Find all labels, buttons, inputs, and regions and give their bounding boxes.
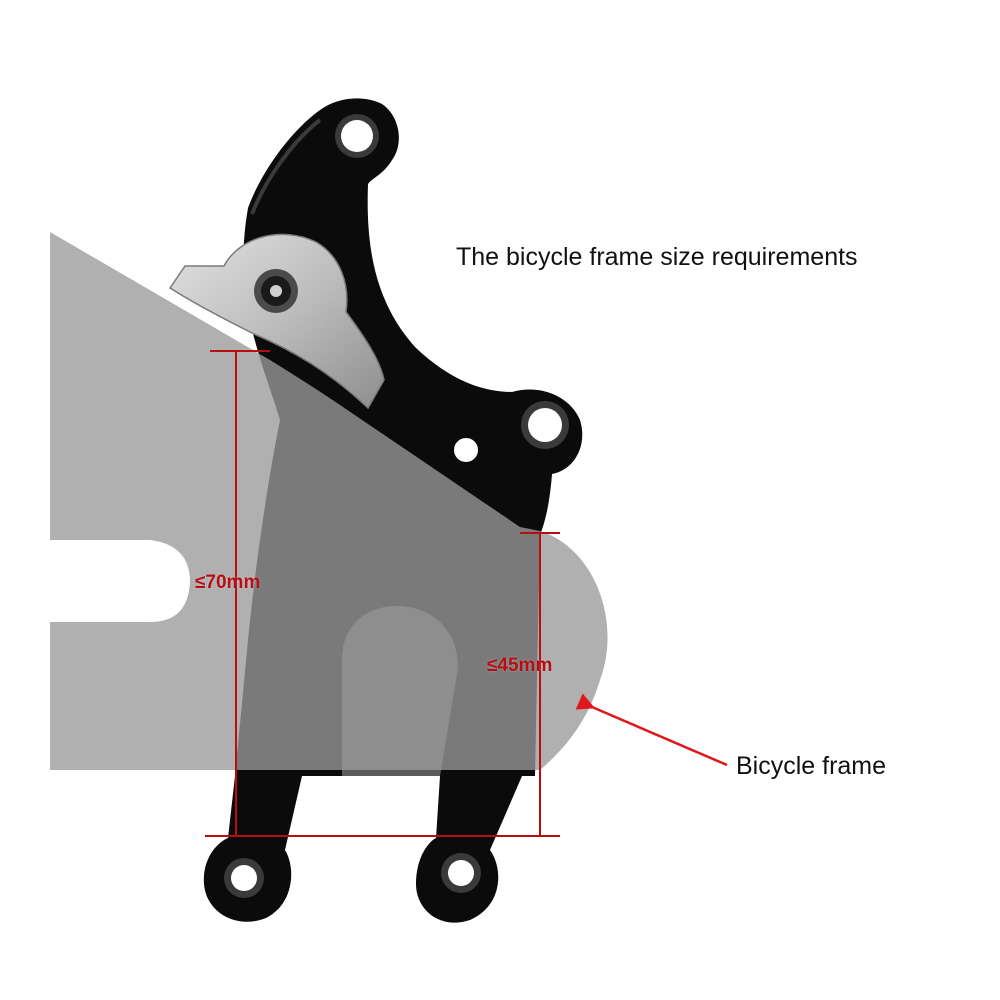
- adapter-slot: [342, 606, 458, 776]
- right-mount-hole-inner: [528, 408, 562, 442]
- right-bolt-hole-inner: [448, 860, 474, 886]
- diagram-title: The bicycle frame size requirements: [456, 243, 858, 271]
- silver-clamp: [168, 233, 385, 410]
- adapter-lower-legs: [203, 776, 522, 923]
- upper-mount-hole-inner: [341, 120, 373, 152]
- dimension-45mm: [520, 532, 560, 836]
- left-bolt-hole-inner: [231, 865, 257, 891]
- clamp-bolt-center: [270, 285, 282, 297]
- dimension-label-70mm: ≤70mm: [195, 572, 261, 593]
- bicycle-frame-shape: [50, 232, 608, 770]
- clamp-plate: [168, 233, 385, 410]
- frame-pointer-arrow: [575, 693, 728, 767]
- left-leg: [203, 776, 302, 922]
- dimension-70mm: [205, 350, 560, 837]
- right-leg: [416, 776, 522, 923]
- adapter-edge-highlight: [250, 118, 322, 215]
- small-center-hole: [454, 438, 478, 462]
- dimension-label-45mm: ≤45mm: [487, 655, 553, 676]
- bicycle-frame-label: Bicycle frame: [736, 752, 887, 780]
